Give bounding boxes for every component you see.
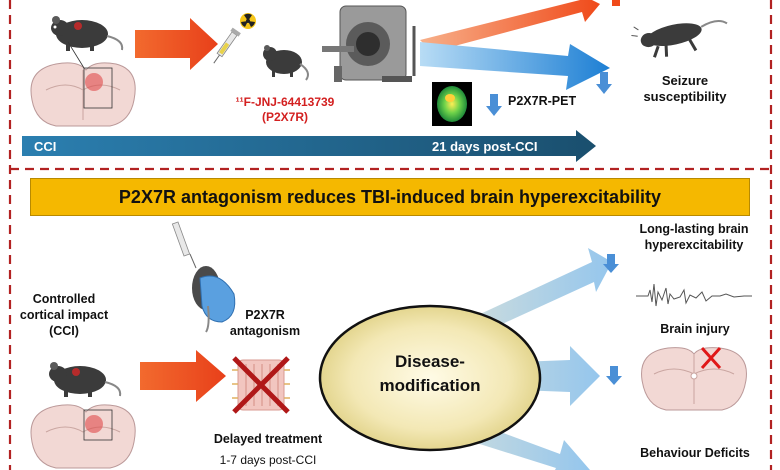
cci-line1: Controlled <box>32 292 96 306</box>
disease-modification-ellipse <box>318 304 542 452</box>
timeline-arrow <box>22 130 596 162</box>
mouse-icon <box>49 362 122 397</box>
antagonism-line2: antagonism <box>229 324 301 338</box>
cci-line3: (CCI) <box>49 324 79 338</box>
arrow-to-treatment <box>140 350 226 402</box>
down-arrow-brain-injury <box>606 366 622 385</box>
arrow-to-seizure <box>420 42 610 90</box>
tracer-name: ¹¹F-JNJ-64413739 <box>235 95 335 109</box>
outcome-hyperexcitability-line1: Long-lasting brain <box>639 222 749 236</box>
pet-image-icon <box>432 82 472 126</box>
eeg-trace-icon <box>636 283 752 307</box>
arrow-to-scanner <box>135 18 218 70</box>
brain-slice-icon <box>641 346 747 411</box>
down-arrow-seizure <box>596 72 612 94</box>
outcome-hyperexcitability-line2: hyperexcitability <box>644 238 744 252</box>
orange-marker <box>612 0 620 6</box>
timeline-start: CCI <box>34 139 57 154</box>
syringe-icon <box>213 27 241 64</box>
seizure-label-line1: Seizure <box>661 73 709 88</box>
cci-line2: cortical impact <box>19 308 109 322</box>
down-arrow-pet <box>486 94 502 116</box>
receptor-blocked-icon <box>232 356 290 414</box>
mouse-icon <box>263 45 309 81</box>
treatment-title: Delayed treatment <box>213 432 323 446</box>
radiation-icon <box>240 13 256 29</box>
outcome-brain-injury: Brain injury <box>660 322 730 336</box>
outcome-behaviour-deficits: Behaviour Deficits <box>640 446 750 460</box>
antagonism-line1: P2X7R <box>245 308 285 322</box>
timeline-end: 21 days post-CCI <box>432 139 538 154</box>
pet-scanner-icon <box>322 5 416 82</box>
tracer-target: (P2X7R) <box>261 110 308 124</box>
arrow-to-behaviour-top <box>420 0 600 52</box>
treatment-days: 1-7 days post-CCI <box>219 453 317 467</box>
ellipse-line2: modification <box>379 376 481 395</box>
banner-title: P2X7R antagonism reduces TBI-induced bra… <box>30 178 750 216</box>
brain-slice-icon <box>30 62 136 127</box>
down-arrow-hyperexcitability <box>603 254 619 273</box>
dashed-frame <box>8 0 773 470</box>
seizure-label-line2: susceptibility <box>643 89 727 104</box>
hand-injection-icon <box>171 221 236 333</box>
brain-slice-icon <box>30 404 136 469</box>
ellipse-line1: Disease- <box>395 352 465 371</box>
pet-label: P2X7R-PET <box>508 94 577 108</box>
sick-mouse-icon <box>631 19 728 58</box>
mouse-icon <box>51 16 124 51</box>
